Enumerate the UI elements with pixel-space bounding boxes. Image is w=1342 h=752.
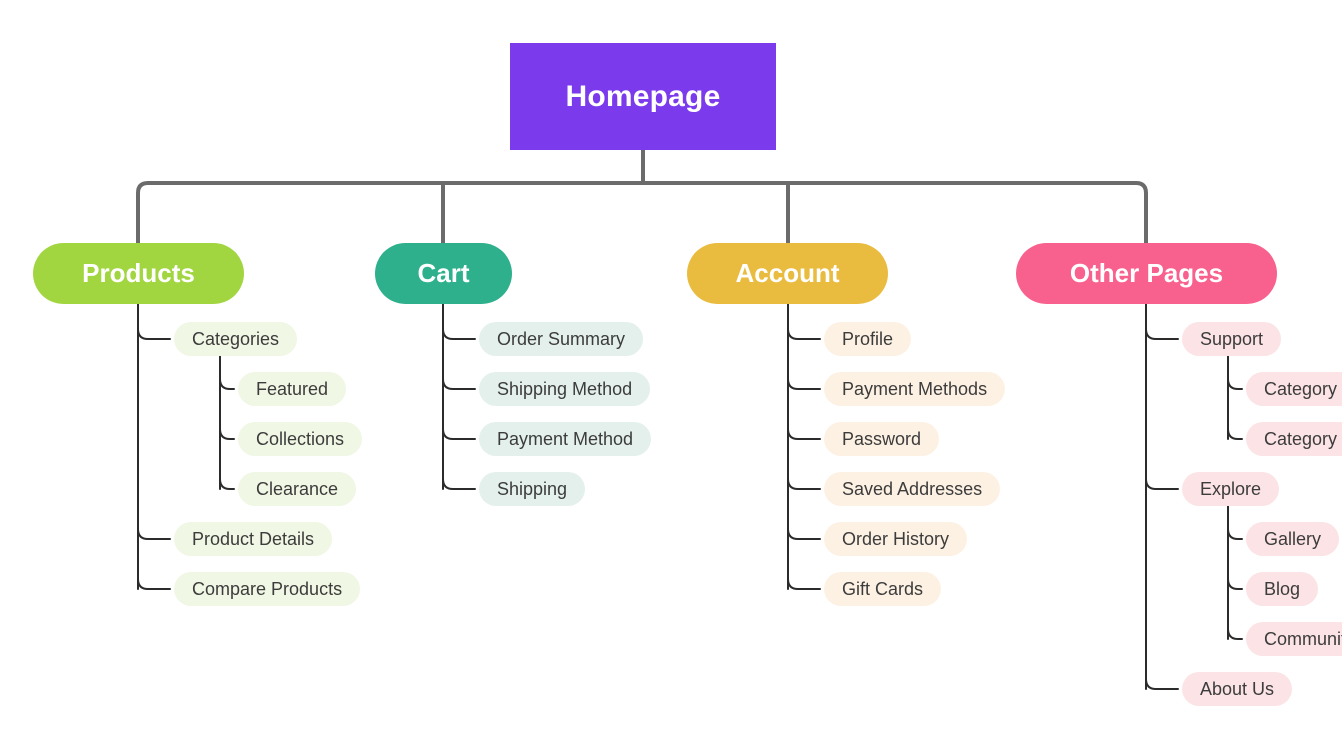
leaf-node-label: Category 1 xyxy=(1264,379,1342,399)
leaf-node-collections[interactable]: Collections xyxy=(238,422,363,456)
leaf-node-product-details[interactable]: Product Details xyxy=(174,522,333,556)
leaf-node-featured[interactable]: Featured xyxy=(238,372,347,406)
branch-node-label: Cart xyxy=(417,258,470,288)
leaf-node-label: Saved Addresses xyxy=(842,479,983,499)
leaf-node-shipping[interactable]: Shipping xyxy=(479,472,586,506)
leaf-node-saved-addresses[interactable]: Saved Addresses xyxy=(824,472,1001,506)
leaf-node-label: Order History xyxy=(842,529,950,549)
branch-node-cart[interactable]: Cart xyxy=(375,243,512,304)
leaf-node-label: Order Summary xyxy=(497,329,626,349)
leaf-node-label: Explore xyxy=(1200,479,1262,499)
branch-node-account[interactable]: Account xyxy=(687,243,888,304)
leaf-node-label: Categories xyxy=(192,329,280,349)
leaf-node-password[interactable]: Password xyxy=(824,422,940,456)
branch-node-label: Other Pages xyxy=(1069,258,1224,288)
leaf-node-label: Shipping xyxy=(497,479,568,499)
leaf-node-label: Featured xyxy=(256,379,329,399)
leaf-node-about-us[interactable]: About Us xyxy=(1182,672,1293,706)
root-node-label: Homepage xyxy=(565,79,721,113)
leaf-node-label: Category 2 xyxy=(1264,429,1342,449)
leaf-node-label: Clearance xyxy=(256,479,339,499)
leaf-node-gift-cards[interactable]: Gift Cards xyxy=(824,572,942,606)
leaf-node-clearance[interactable]: Clearance xyxy=(238,472,357,506)
leaf-node-category-1[interactable]: Category 1 xyxy=(1246,372,1342,406)
branch-node-label: Products xyxy=(82,258,195,288)
leaf-node-label: Gift Cards xyxy=(842,579,924,599)
leaf-node-payment-method[interactable]: Payment Method xyxy=(479,422,652,456)
leaf-node-blog[interactable]: Blog xyxy=(1246,572,1319,606)
leaf-node-shipping-method[interactable]: Shipping Method xyxy=(479,372,651,406)
branch-node-other-pages[interactable]: Other Pages xyxy=(1016,243,1277,304)
leaf-node-label: Support xyxy=(1200,329,1264,349)
leaf-node-order-summary[interactable]: Order Summary xyxy=(479,322,644,356)
leaf-node-order-history[interactable]: Order History xyxy=(824,522,968,556)
leaf-node-label: About Us xyxy=(1200,679,1275,699)
leaf-node-label: Payment Methods xyxy=(842,379,988,399)
leaf-node-profile[interactable]: Profile xyxy=(824,322,912,356)
leaf-node-label: Community xyxy=(1264,629,1342,649)
leaf-node-category-2[interactable]: Category 2 xyxy=(1246,422,1342,456)
leaf-node-label: Password xyxy=(842,429,922,449)
leaf-node-payment-methods[interactable]: Payment Methods xyxy=(824,372,1006,406)
leaf-node-label: Collections xyxy=(256,429,345,449)
leaf-node-gallery[interactable]: Gallery xyxy=(1246,522,1340,556)
leaf-node-label: Profile xyxy=(842,329,894,349)
leaf-node-label: Product Details xyxy=(192,529,315,549)
root-node-homepage[interactable]: Homepage xyxy=(510,43,776,150)
leaf-node-categories[interactable]: Categories xyxy=(174,322,298,356)
leaf-node-label: Shipping Method xyxy=(497,379,633,399)
leaf-node-support[interactable]: Support xyxy=(1182,322,1282,356)
leaf-node-community[interactable]: Community xyxy=(1246,622,1342,656)
branch-node-products[interactable]: Products xyxy=(33,243,244,304)
leaf-node-explore[interactable]: Explore xyxy=(1182,472,1280,506)
leaf-node-label: Blog xyxy=(1264,579,1301,599)
branch-node-label: Account xyxy=(735,258,840,288)
leaf-node-compare-products[interactable]: Compare Products xyxy=(174,572,361,606)
leaf-node-label: Payment Method xyxy=(497,429,634,449)
leaf-node-label: Compare Products xyxy=(192,579,343,599)
leaf-node-label: Gallery xyxy=(1264,529,1322,549)
